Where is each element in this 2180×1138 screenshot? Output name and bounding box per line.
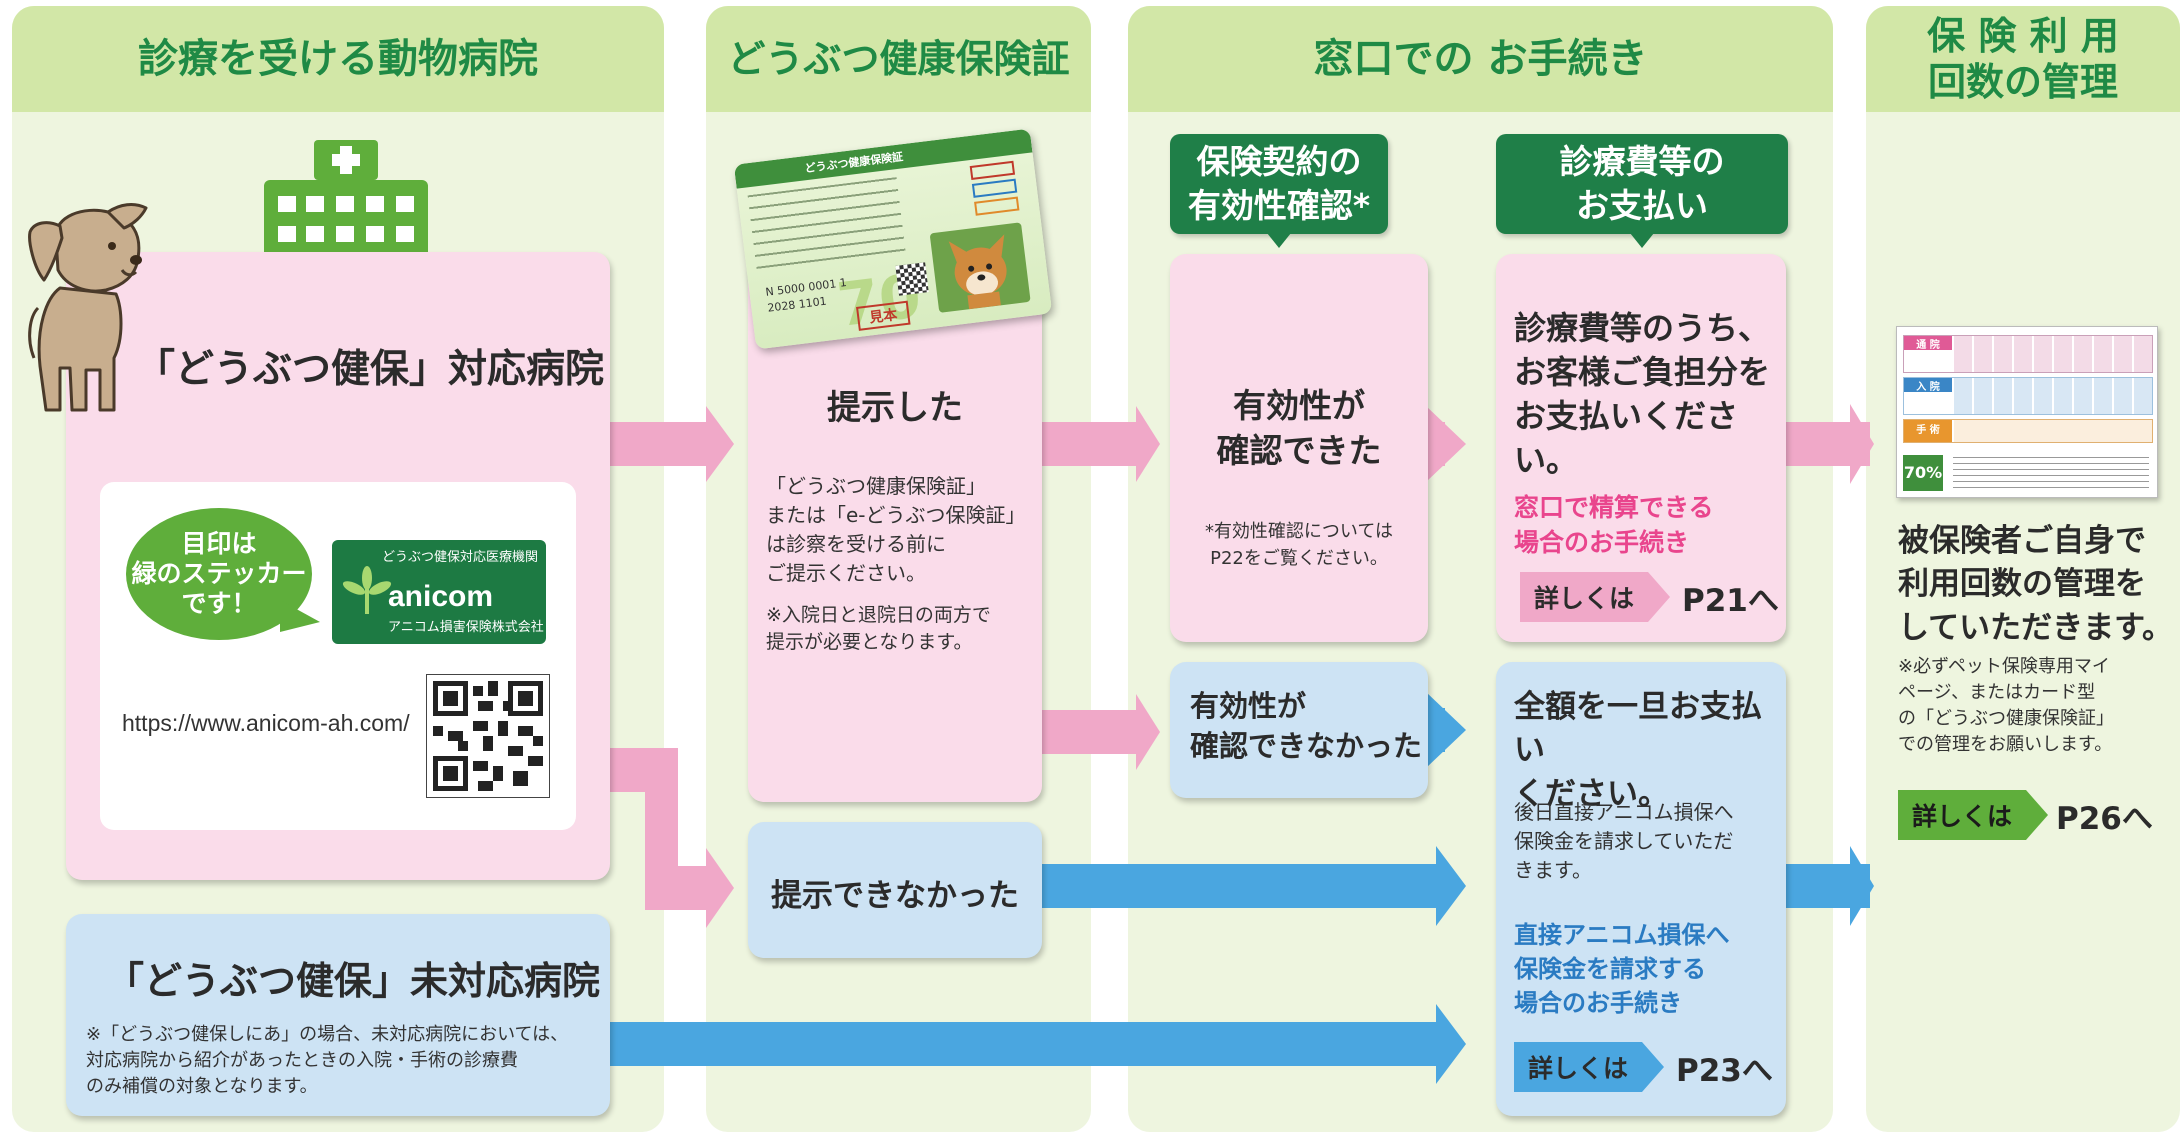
tbl-row-outpatient: 通 院: [1903, 335, 2153, 373]
column-header-counter: 窓口での お手続き: [1128, 6, 1833, 112]
qr-code-icon: [426, 674, 550, 798]
unsupported-hospital-box: 「どうぶつ健保」未対応病院 ※「どうぶつ健保しにあ」の場合、未対応病院においては…: [66, 914, 610, 1116]
card-status-tags: [969, 160, 1020, 220]
sticker-panel: 目印は 緑のステッカー です！ どうぶつ健保対応医療機関 anicom アニコム…: [100, 482, 576, 830]
arrow-pink-3: [1040, 694, 1160, 770]
card-number: N 5000 0001 1: [764, 276, 848, 299]
anicom-logo-icon: [342, 566, 392, 616]
management-pill-label: 詳しくは: [1898, 790, 2027, 840]
not-presented-title: 提示できなかった: [771, 878, 1019, 914]
hospital-url-link[interactable]: https://www.anicom-ah.com/: [122, 710, 410, 736]
valid-box: 有効性が 確認できた *有効性確認については P22をご覧ください。: [1170, 254, 1428, 642]
valid-title: 有効性が 確認できた: [1216, 386, 1382, 470]
pay-full-link[interactable]: 直接アニコム損保へ 保険金を請求する 場合のお手続き: [1514, 921, 1730, 1018]
insurance-card-image: どうぶつ健康保険証 70 N 5000 0001 1 2028 1101 見本: [733, 128, 1053, 350]
card-dog-photo-icon: [929, 222, 1031, 313]
anicom-sticker: どうぶつ健保対応医療機関 anicom アニコム損害保険株式会社: [332, 540, 546, 644]
arrow-pink-5: [1785, 404, 1874, 484]
pay-full-pill-label: 詳しくは: [1514, 1042, 1643, 1092]
invalid-title: 有効性が 確認できなかった: [1190, 689, 1423, 764]
supported-hospital-title: 「どうぶつ健保」対応病院: [136, 347, 605, 392]
tbl-row-surgery: 手 術: [1903, 419, 2153, 443]
presented-title: 提示した: [827, 388, 963, 428]
column-header-hospital: 診療を受ける動物病院: [12, 6, 664, 112]
arrow-pink-1: [610, 406, 734, 482]
tbl-row-surgery-label: 手 術: [1904, 420, 1952, 442]
supported-hospital-box: 「どうぶつ健保」対応病院 目印は 緑のステッカー です！ どうぶつ健保対応医療機…: [66, 252, 610, 880]
card-qr-icon: [895, 262, 929, 296]
tbl-row-inpatient-label: 入 院: [1904, 378, 1952, 393]
hospital-building-icon: [264, 140, 428, 270]
invalid-box: 有効性が 確認できなかった: [1170, 662, 1428, 798]
tbl-footer-lines: [1953, 457, 2149, 489]
arrow-pink-4: [1425, 406, 1466, 482]
card-lines: [747, 177, 907, 275]
pay-full-title: 全額を一旦お支払い ください。: [1514, 689, 1762, 812]
pay-part-pill-label: 詳しくは: [1520, 572, 1649, 622]
tbl-row-inpatient: 入 院: [1903, 377, 2153, 415]
tbl-pct-badge: 70%: [1903, 455, 1943, 491]
pay-full-details-link[interactable]: 詳しくは P23へ: [1514, 1042, 1773, 1092]
management-details-link[interactable]: 詳しくは P26へ: [1898, 790, 2153, 840]
arrow-blue-3: [608, 1004, 1466, 1084]
pay-part-link[interactable]: 窓口で精算できる 場合のお手続き: [1514, 493, 1714, 557]
arrow-blue-4: [1785, 846, 1874, 926]
pay-part-details-link[interactable]: 詳しくは P21へ: [1520, 572, 1779, 622]
presented-note: ※入院日と退院日の両方で 提示が必要となります。: [766, 604, 991, 653]
bubble-tail: [280, 600, 320, 632]
pay-part-box: 診療費等のうち、 お客様ご負担分を お支払いください。 窓口で精算できる 場合の…: [1496, 254, 1786, 642]
arrow-pink-elbow: [610, 748, 734, 928]
column-count-management: 保 険 利 用 回数の管理: [1866, 6, 2180, 1132]
pay-full-dest: P23へ: [1676, 1052, 1773, 1089]
valid-note: *有効性確認については P22をご覧ください。: [1204, 521, 1394, 569]
pay-part-title: 診療費等のうち、 お客様ご負担分を お支払いください。: [1514, 309, 1771, 480]
unsupported-hospital-note: ※「どうぶつ健保しにあ」の場合、未対応病院においては、 対応病院から紹介があった…: [86, 1024, 569, 1098]
tag-validity-check: 保険契約の 有効性確認*: [1170, 134, 1388, 248]
arrow-pink-2: [1040, 406, 1160, 482]
arrow-blue-1: [1425, 692, 1466, 768]
pay-part-dest: P21へ: [1682, 582, 1779, 619]
arrow-blue-2: [1040, 846, 1466, 926]
column-header-card: どうぶつ健康保険証: [706, 6, 1091, 112]
presented-box: [748, 254, 1042, 802]
not-presented-box: 提示できなかった: [748, 822, 1042, 958]
management-title: 被保険者ご自身で 利用回数の管理を していただきます。: [1898, 523, 2173, 646]
sticker-brand: anicom: [388, 580, 494, 613]
dog-illustration-icon: [26, 198, 166, 414]
pay-full-pill-tip: [1642, 1042, 1665, 1092]
pay-full-text: 後日直接アニコム損保へ 保険金を請求していただ きます。: [1514, 800, 1734, 882]
pay-full-box: 全額を一旦お支払い ください。 後日直接アニコム損保へ 保険金を請求していただ …: [1496, 662, 1786, 1116]
management-note: ※必ずペット保険専用マイ ページ、またはカード型 の「どうぶつ健康保険証」 での…: [1898, 656, 2114, 756]
management-dest: P26へ: [2056, 800, 2153, 837]
management-pill-tip: [2026, 790, 2049, 840]
tbl-row-outpatient-label: 通 院: [1904, 336, 1952, 351]
unsupported-hospital-title: 「どうぶつ健保」未対応病院: [106, 959, 601, 1003]
usage-count-card-image: 通 院 入 院 手 術 70%: [1896, 326, 2158, 498]
presented-text: 「どうぶつ健康保険証」 または「e-どうぶつ保険証」 は診察を受ける前に ご提示…: [766, 474, 1026, 585]
sticker-caption: どうぶつ健保対応医療機関: [381, 550, 538, 565]
sticker-company: アニコム損害保険株式会社: [388, 620, 544, 635]
column-header-count-management: 保 険 利 用 回数の管理: [1866, 6, 2180, 112]
pay-part-pill-tip: [1648, 572, 1671, 622]
tag-payment: 診療費等の お支払い: [1496, 134, 1788, 248]
